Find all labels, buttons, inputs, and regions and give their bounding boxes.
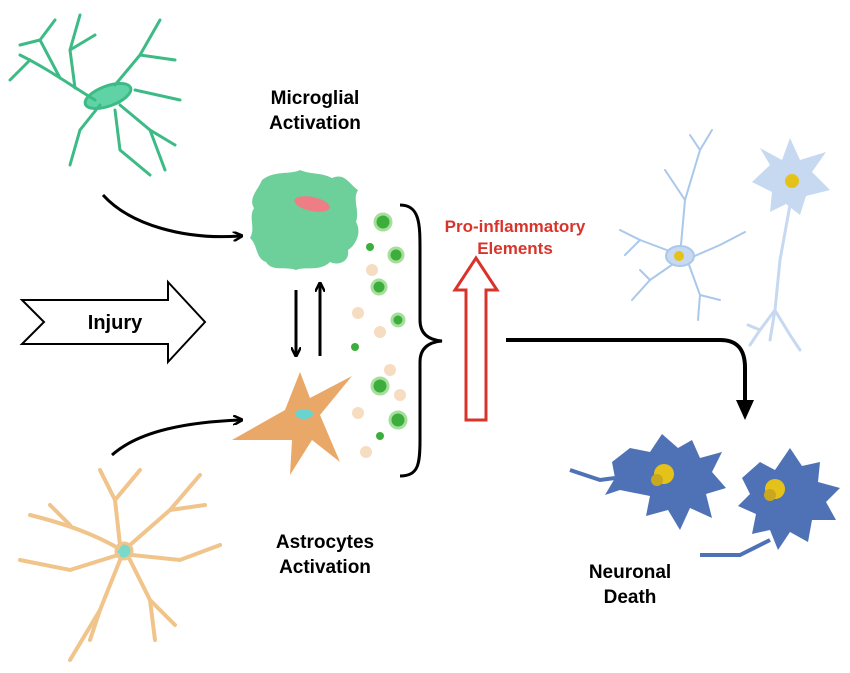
- resting-microglia-icon: [8, 13, 182, 177]
- particles: [351, 212, 408, 458]
- healthy-neuron-icon: [619, 129, 746, 321]
- proinflammatory-label: Pro-inflammatory Elements: [430, 216, 600, 260]
- arrow-microglia-to-activated: [101, 193, 240, 237]
- resting-astrocyte-icon: [18, 468, 222, 662]
- neuronal-death-label: Neuronal Death: [565, 560, 695, 610]
- proinflammatory-up-arrow: [452, 255, 500, 422]
- arrow-astrocyte-to-activated: [111, 420, 240, 457]
- neuronal-death-line-1: Neuronal: [588, 562, 672, 583]
- activated-microglia-icon: [250, 170, 359, 270]
- dying-neuron-icon: [569, 434, 726, 530]
- astrocytes-line-2: Activation: [279, 557, 371, 578]
- astrocytes-activation-label: Astrocytes Activation: [250, 530, 400, 580]
- proinflammatory-line-1: Pro-inflammatory: [444, 217, 586, 236]
- healthy-neuron-2-icon: [746, 138, 830, 352]
- proinflammatory-line-2: Elements: [477, 239, 553, 258]
- curly-brace: [399, 203, 443, 478]
- arrow-to-neuronal-death-head: [736, 400, 754, 420]
- injury-label: Injury: [87, 312, 143, 334]
- neuronal-death-line-2: Death: [603, 587, 657, 608]
- dying-neuron-2-icon: [700, 448, 840, 557]
- microglial-line-1: Microglial: [270, 88, 360, 109]
- microglial-activation-label: Microglial Activation: [240, 86, 390, 136]
- injury-arrow: [19, 279, 207, 365]
- astrocytes-line-1: Astrocytes: [275, 532, 375, 553]
- microglial-line-2: Activation: [269, 113, 361, 134]
- activated-astrocyte-icon: [232, 372, 352, 475]
- arrow-to-neuronal-death: [506, 338, 747, 402]
